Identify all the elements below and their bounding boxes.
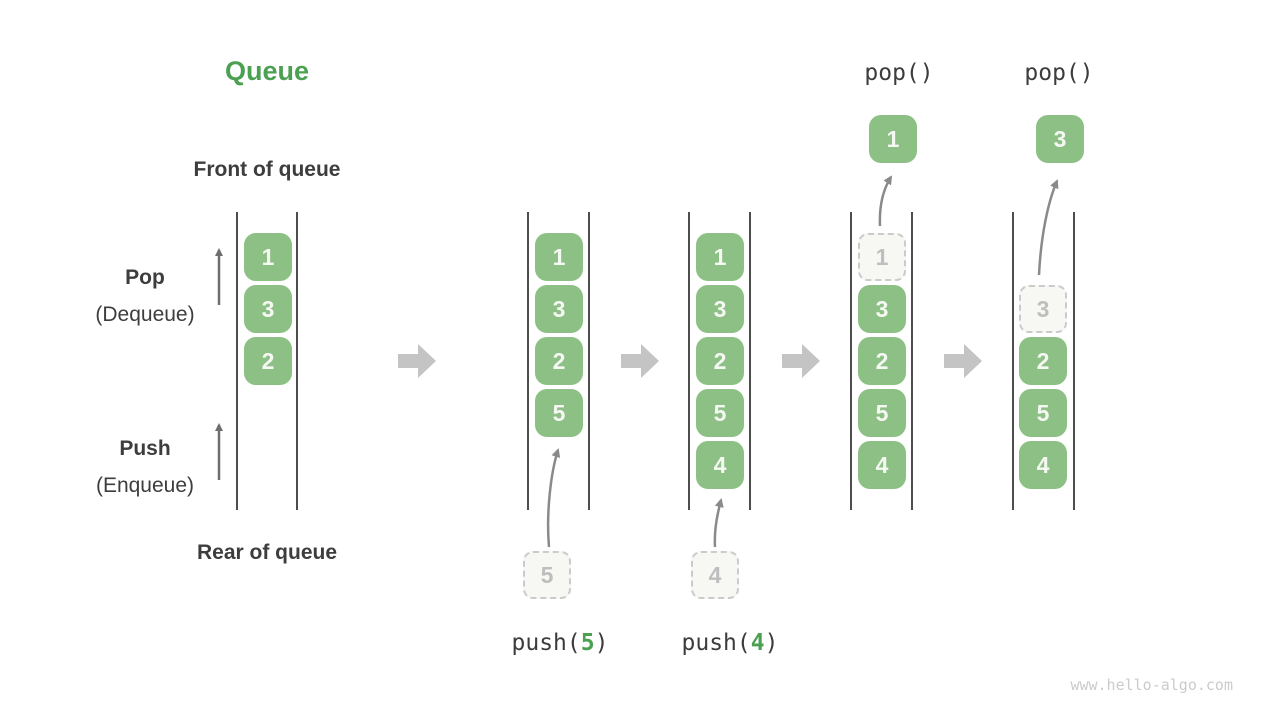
popped-element: 1: [869, 115, 917, 163]
queue-wall: [850, 212, 852, 510]
dequeue-label: (Dequeue): [95, 303, 195, 326]
queue-cell: 2: [858, 337, 906, 385]
queue-cell: 1: [696, 233, 744, 281]
queue-wall: [749, 212, 751, 510]
push2-value: 4: [750, 630, 765, 656]
queue-cell: 2: [1019, 337, 1067, 385]
queue-wall: [296, 212, 298, 510]
push1-pre: push(: [511, 630, 581, 656]
queue-cell: 1: [244, 233, 292, 281]
right-arrow-icon: [944, 344, 982, 378]
push-5-arrow-icon: [546, 448, 561, 548]
queue-cell: 5: [535, 389, 583, 437]
rear-of-queue-label: Rear of queue: [196, 541, 338, 564]
queue-cell: 3: [858, 285, 906, 333]
front-of-queue-label: Front of queue: [193, 158, 341, 181]
removed-element-ghost: 1: [858, 233, 906, 281]
push-enqueue-label: Push (Enqueue): [70, 430, 220, 504]
queue-cell: 3: [535, 285, 583, 333]
queue-cell: 4: [858, 441, 906, 489]
push-call-label-2: push(4): [650, 630, 810, 656]
push-4-arrow-icon: [713, 498, 724, 548]
queue-wall: [1073, 212, 1075, 510]
pop-3-arrow-icon: [1037, 179, 1059, 276]
push-call-label-1: push(5): [480, 630, 640, 656]
queue-cell: 3: [696, 285, 744, 333]
queue-cell: 4: [696, 441, 744, 489]
queue-cell: 5: [858, 389, 906, 437]
push1-value: 5: [580, 630, 595, 656]
removed-element-ghost: 3: [1019, 285, 1067, 333]
queue-cell: 5: [696, 389, 744, 437]
pop-call-label-1: pop(): [864, 60, 934, 86]
queue-cell: 4: [1019, 441, 1067, 489]
watermark: www.hello-algo.com: [1070, 676, 1233, 694]
pop-label: Pop: [125, 266, 165, 289]
pop-call-label-2: pop(): [1024, 60, 1094, 86]
right-arrow-icon: [398, 344, 436, 378]
diagram-title: Queue: [224, 56, 310, 86]
incoming-element-ghost: 5: [523, 551, 571, 599]
queue-wall: [911, 212, 913, 510]
popped-element: 3: [1036, 115, 1084, 163]
push1-post: ): [594, 630, 609, 656]
enqueue-label: (Enqueue): [95, 474, 195, 497]
push2-pre: push(: [681, 630, 751, 656]
pop-dequeue-label: Pop (Dequeue): [70, 259, 220, 333]
queue-wall: [688, 212, 690, 510]
queue-cell: 5: [1019, 389, 1067, 437]
queue-wall: [527, 212, 529, 510]
push-label: Push: [119, 437, 171, 460]
queue-cell: 2: [696, 337, 744, 385]
pop-1-arrow-icon: [878, 175, 893, 227]
incoming-element-ghost: 4: [691, 551, 739, 599]
right-arrow-icon: [621, 344, 659, 378]
queue-cell: 2: [535, 337, 583, 385]
queue-wall: [588, 212, 590, 510]
queue-wall: [1012, 212, 1014, 510]
queue-wall: [236, 212, 238, 510]
queue-cell: 2: [244, 337, 292, 385]
queue-cell: 3: [244, 285, 292, 333]
right-arrow-icon: [782, 344, 820, 378]
queue-cell: 1: [535, 233, 583, 281]
push2-post: ): [764, 630, 779, 656]
